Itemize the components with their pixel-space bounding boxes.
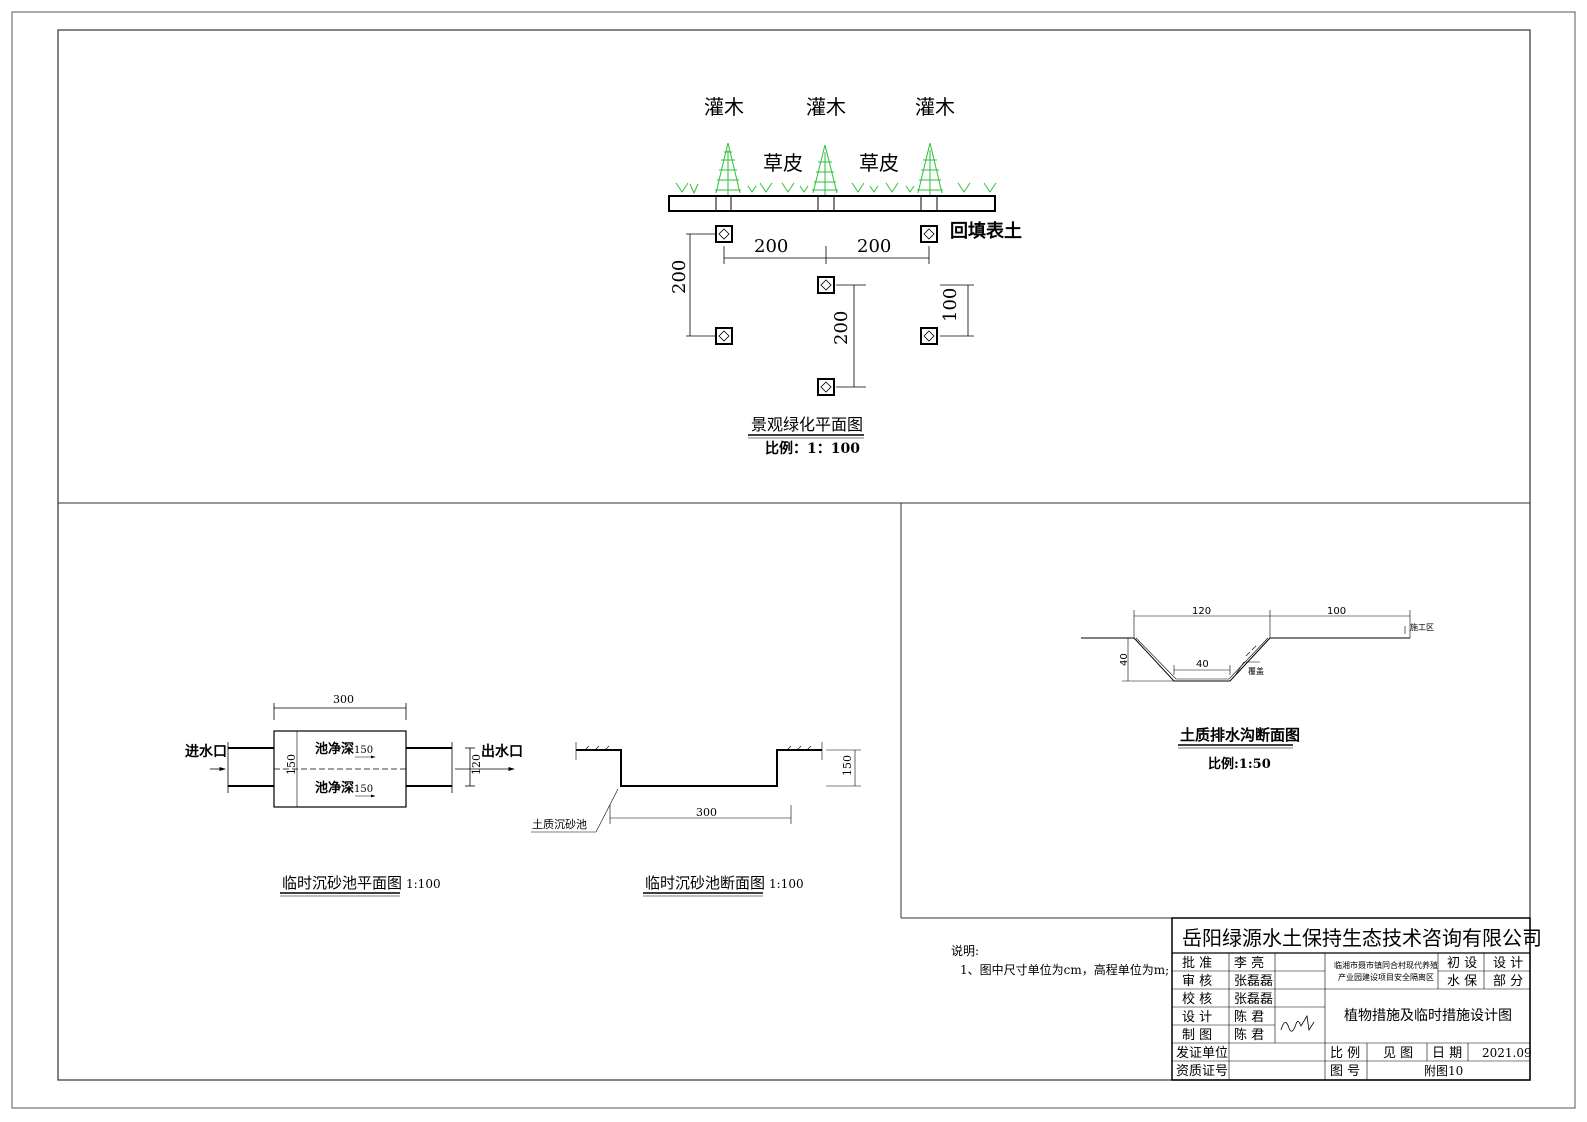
dimension-label: 200 bbox=[831, 311, 852, 345]
inlet-label: 进水口 bbox=[185, 743, 227, 760]
design-stage: 水 保 bbox=[1447, 974, 1477, 989]
drawing-title: 植物措施及临时措施设计图 bbox=[1344, 1008, 1512, 1024]
shrub-label: 灌木 bbox=[915, 95, 955, 119]
design-stage: 设 计 bbox=[1493, 956, 1523, 971]
role-name: 张磊磊 bbox=[1234, 992, 1273, 1007]
pool-depth: 150 bbox=[354, 784, 373, 795]
callout-label: 土质沉砂池 bbox=[532, 818, 587, 831]
dimension-label: 120 bbox=[470, 754, 483, 775]
role-label: 校 核 bbox=[1182, 991, 1212, 1007]
ditch-section: 120 100 40 40 覆盖 施工区 土质排水沟断面图 比例:1:50 bbox=[1081, 606, 1434, 772]
dimension-label: 150 bbox=[841, 755, 854, 776]
design-stage: 初 设 bbox=[1447, 956, 1477, 971]
title-block: 岳阳绿源水土保持生态技术咨询有限公司 批 准 李 亮 审 核 张磊磊 校 核 张… bbox=[1171, 917, 1542, 1081]
lawn-label: 草皮 bbox=[859, 151, 899, 175]
role-name: 陈 君 bbox=[1234, 1027, 1264, 1043]
company-name: 岳阳绿源水土保持生态技术咨询有限公司 bbox=[1182, 926, 1542, 950]
pond-plan: 300 150 120 进水口 出水口 池净深 150 池净深 150 临时沉砂… bbox=[185, 693, 523, 897]
design-stage: 部 分 bbox=[1493, 974, 1523, 989]
pool-depth: 150 bbox=[354, 745, 373, 756]
role-label: 审 核 bbox=[1182, 974, 1212, 989]
dimension-label: 200 bbox=[857, 236, 891, 257]
notes-heading: 说明: bbox=[951, 943, 979, 958]
backfill-label: 回填表土 bbox=[950, 220, 1022, 242]
drawing-no-value: 附图10 bbox=[1424, 1064, 1463, 1078]
dimension-label: 100 bbox=[940, 288, 961, 322]
callout-label: 施工区 bbox=[1410, 622, 1434, 632]
pool-label: 池净深 bbox=[315, 780, 354, 796]
diagram-title: 临时沉砂池断面图 bbox=[645, 874, 765, 892]
dimension-label: 200 bbox=[754, 236, 788, 257]
planting-pit-icon bbox=[715, 225, 938, 396]
dimension-label: 300 bbox=[696, 806, 717, 819]
pond-section: 300 150 土质沉砂池 临时沉砂池断面图 1:100 bbox=[531, 742, 861, 897]
dimension-label: 150 bbox=[285, 754, 298, 775]
role-name: 李 亮 bbox=[1234, 955, 1264, 971]
diagram-scale: 1:100 bbox=[406, 877, 441, 891]
diagram-title: 土质排水沟断面图 bbox=[1180, 726, 1300, 744]
diagram-title: 临时沉砂池平面图 bbox=[282, 874, 402, 892]
dimension-label: 40 bbox=[1119, 653, 1130, 666]
shrub-icon bbox=[715, 142, 943, 195]
callout-label: 覆盖 bbox=[1248, 666, 1264, 676]
dimension-label: 200 bbox=[669, 260, 690, 294]
diagram-scale: 比例：1：100 bbox=[765, 440, 860, 457]
dimension-label: 300 bbox=[333, 693, 354, 706]
outer-border bbox=[11, 11, 1576, 1109]
role-label: 批 准 bbox=[1182, 956, 1212, 971]
drawing-no-label: 图 号 bbox=[1330, 1064, 1360, 1079]
dimension-label: 40 bbox=[1196, 659, 1209, 670]
landscape-plan: 灌木 灌木 灌木 草皮 草皮 回填表土 bbox=[668, 95, 1022, 457]
notes: 说明: 1、图中尺寸单位为cm，高程单位为m; bbox=[951, 943, 1169, 977]
role-name: 张磊磊 bbox=[1234, 974, 1273, 989]
diagram-scale: 比例:1:50 bbox=[1208, 756, 1271, 772]
lawn-label: 草皮 bbox=[763, 151, 803, 175]
dimension-label: 100 bbox=[1327, 606, 1346, 617]
shrub-label: 灌木 bbox=[806, 95, 846, 119]
inner-frame bbox=[57, 29, 1531, 1081]
notes-line: 1、图中尺寸单位为cm，高程单位为m; bbox=[960, 962, 1169, 977]
role-label: 制 图 bbox=[1182, 1028, 1212, 1043]
project-name: 产业园建设项目安全隔离区 bbox=[1338, 972, 1434, 982]
diagram-scale: 1:100 bbox=[769, 877, 804, 891]
diagram-title: 景观绿化平面图 bbox=[751, 415, 863, 434]
date-value: 2021.09 bbox=[1482, 1046, 1532, 1060]
pool-label: 池净深 bbox=[315, 741, 354, 757]
project-name: 临湘市聂市镇同合村现代养殖 bbox=[1334, 960, 1438, 970]
dimension-label: 120 bbox=[1192, 606, 1211, 617]
grass-icon bbox=[675, 182, 997, 195]
topsoil-band bbox=[668, 195, 996, 212]
outlet-label: 出水口 bbox=[481, 743, 523, 760]
role-label: 设 计 bbox=[1182, 1010, 1212, 1025]
issuer-label: 发证单位 bbox=[1176, 1045, 1228, 1061]
cert-label: 资质证号 bbox=[1176, 1064, 1228, 1079]
scale-value: 见 图 bbox=[1383, 1046, 1413, 1061]
shrub-label: 灌木 bbox=[704, 95, 744, 119]
signature-icon bbox=[1280, 1014, 1315, 1032]
role-name: 陈 君 bbox=[1234, 1009, 1264, 1025]
date-label: 日 期 bbox=[1432, 1046, 1462, 1061]
scale-label: 比 例 bbox=[1330, 1046, 1360, 1061]
